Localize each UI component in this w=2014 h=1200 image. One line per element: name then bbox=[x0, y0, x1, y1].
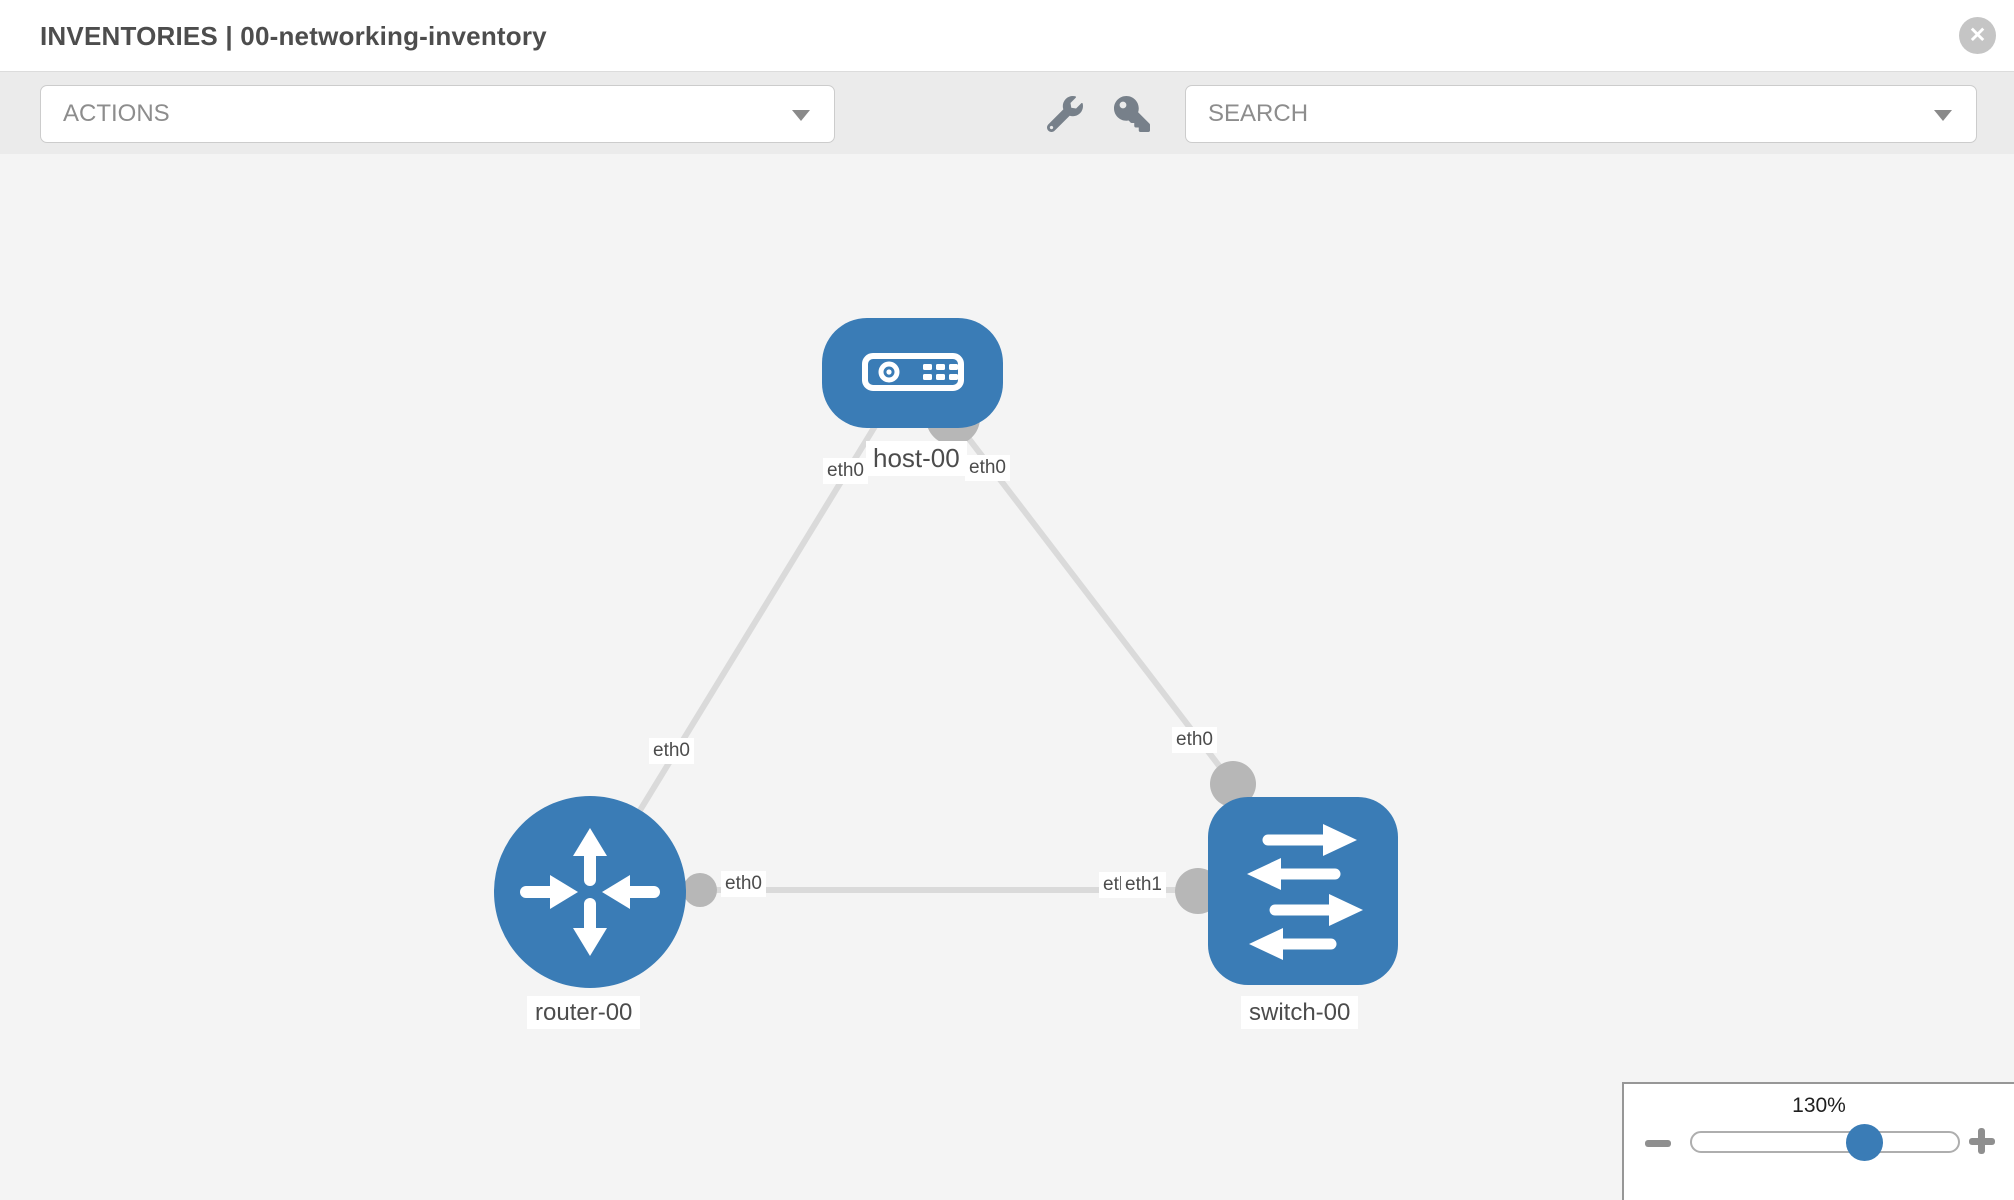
header-bar: INVENTORIES | 00-networking-inventory ✕ bbox=[0, 0, 2014, 72]
chevron-down-icon bbox=[1934, 110, 1952, 121]
switch-icon bbox=[1247, 824, 1363, 960]
close-button[interactable]: ✕ bbox=[1959, 17, 1996, 54]
node-router[interactable] bbox=[494, 796, 686, 988]
topology-graph bbox=[494, 318, 1398, 988]
zoom-panel: 130% bbox=[1622, 1082, 2014, 1200]
close-icon: ✕ bbox=[1968, 24, 1987, 47]
search-dropdown[interactable]: SEARCH bbox=[1185, 85, 1977, 143]
chevron-down-icon bbox=[792, 110, 810, 121]
node-label-router: router-00 bbox=[527, 996, 641, 1029]
router-icon bbox=[520, 828, 660, 956]
page-title: INVENTORIES | 00-networking-inventory bbox=[40, 21, 547, 51]
interface-label-switch-eth1: eth1 bbox=[1121, 872, 1166, 898]
topology-canvas[interactable]: eth0 host-00 eth0 eth0 eth0 eth0 eth0 et… bbox=[0, 154, 2014, 1200]
interface-label-router-eth0-uplink: eth0 bbox=[649, 738, 694, 764]
node-label-switch: switch-00 bbox=[1241, 996, 1359, 1029]
interface-label-router-eth0: eth0 bbox=[721, 871, 766, 897]
wrench-icon[interactable] bbox=[1047, 96, 1083, 132]
interface-label-host-eth0-right: eth0 bbox=[965, 455, 1010, 481]
interface-label-switch-eth0: eth0 bbox=[1172, 727, 1217, 753]
key-icon[interactable] bbox=[1114, 96, 1150, 132]
search-dropdown-label: SEARCH bbox=[1208, 100, 1309, 127]
zoom-out-button[interactable] bbox=[1640, 1126, 1676, 1160]
node-switch[interactable] bbox=[1208, 797, 1398, 985]
actions-dropdown-label: ACTIONS bbox=[63, 100, 170, 127]
zoom-slider-thumb[interactable] bbox=[1846, 1124, 1883, 1161]
toolbar: ACTIONS SEARCH bbox=[0, 72, 2014, 156]
zoom-in-button[interactable] bbox=[1964, 1124, 2000, 1158]
node-host[interactable] bbox=[822, 318, 1003, 428]
connector-dot-router-eth0 bbox=[683, 873, 717, 907]
zoom-level: 130% bbox=[1792, 1094, 1846, 1117]
connector-dot-switch-eth0 bbox=[1210, 761, 1256, 807]
actions-dropdown[interactable]: ACTIONS bbox=[40, 85, 835, 143]
interface-label-host-eth0-left: eth0 bbox=[823, 458, 868, 484]
host-icon bbox=[862, 353, 964, 391]
minus-icon bbox=[1645, 1140, 1671, 1147]
zoom-slider-track[interactable] bbox=[1690, 1131, 1960, 1153]
node-label-host: host-00 bbox=[866, 441, 967, 476]
